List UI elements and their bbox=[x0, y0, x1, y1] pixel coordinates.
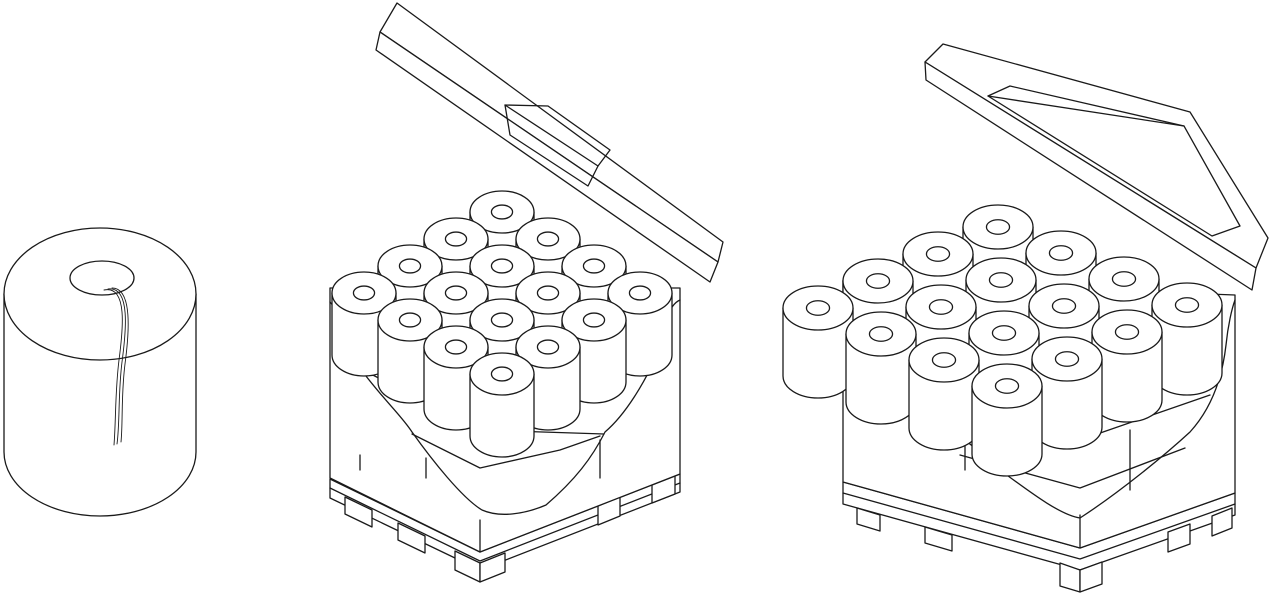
roll-core bbox=[1051, 298, 1077, 314]
roll-core bbox=[928, 299, 954, 315]
pallet bbox=[329, 473, 681, 583]
roll-core bbox=[865, 273, 891, 289]
roll bbox=[971, 363, 1043, 477]
roll-core bbox=[398, 258, 422, 274]
roll-core bbox=[582, 258, 606, 274]
roll-core bbox=[444, 339, 468, 355]
roll-core bbox=[490, 258, 514, 274]
roll bbox=[469, 352, 535, 458]
roll-core bbox=[444, 285, 468, 301]
roll-core bbox=[628, 285, 652, 301]
roll-stack-a bbox=[331, 190, 673, 458]
roll-core bbox=[985, 219, 1011, 235]
roll-core bbox=[490, 204, 514, 220]
roll-core bbox=[805, 300, 831, 316]
roll-core bbox=[490, 312, 514, 328]
roll-core bbox=[1174, 297, 1200, 313]
roll-core bbox=[1048, 245, 1074, 261]
roll-core bbox=[536, 231, 560, 247]
roll bbox=[782, 285, 854, 399]
roll-core bbox=[925, 246, 951, 262]
roll bbox=[1031, 336, 1103, 450]
roll bbox=[1151, 282, 1223, 396]
roll-core bbox=[582, 312, 606, 328]
roll bbox=[908, 337, 980, 451]
roll-core bbox=[536, 285, 560, 301]
roll-core bbox=[1111, 271, 1137, 287]
lid bbox=[375, 2, 724, 283]
pallet-pack-a bbox=[329, 2, 724, 583]
roll-cable bbox=[103, 287, 129, 446]
roll-core bbox=[1054, 351, 1080, 367]
roll-core bbox=[1114, 324, 1140, 340]
roll-core bbox=[988, 272, 1014, 288]
roll-core bbox=[352, 285, 376, 301]
roll-core bbox=[444, 231, 468, 247]
roll-side bbox=[469, 373, 535, 458]
roll-core bbox=[536, 339, 560, 355]
roll-core bbox=[398, 312, 422, 328]
roll-core-hole bbox=[69, 260, 135, 296]
roll-side bbox=[971, 385, 1043, 477]
roll-core bbox=[991, 325, 1017, 341]
frame-lid bbox=[924, 43, 1269, 291]
pallet-pack-b bbox=[782, 43, 1269, 593]
roll-core bbox=[994, 378, 1020, 394]
roll-core bbox=[868, 326, 894, 342]
roll-core bbox=[490, 366, 514, 382]
roll bbox=[1091, 309, 1163, 423]
single-roll bbox=[3, 227, 197, 517]
roll bbox=[845, 311, 917, 425]
roll-core bbox=[931, 352, 957, 368]
roll-stack-b bbox=[782, 204, 1223, 477]
